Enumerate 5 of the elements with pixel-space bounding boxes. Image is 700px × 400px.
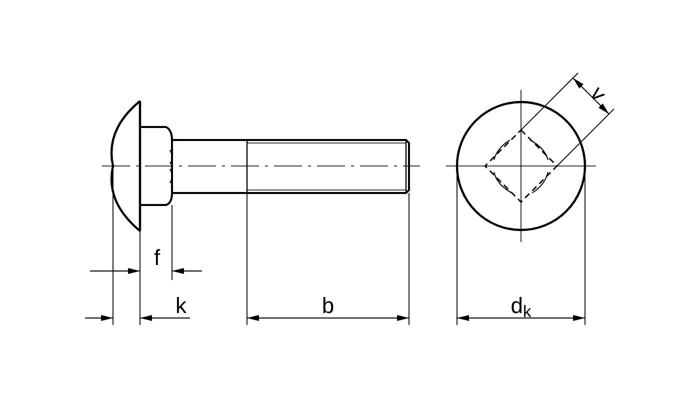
dimension-label: k <box>176 295 186 317</box>
dimension-label: f <box>154 247 160 269</box>
dimension-label: d$_{k}$ <box>510 295 532 317</box>
dimension-label: v <box>586 82 610 106</box>
dimension-label: b <box>322 295 334 317</box>
